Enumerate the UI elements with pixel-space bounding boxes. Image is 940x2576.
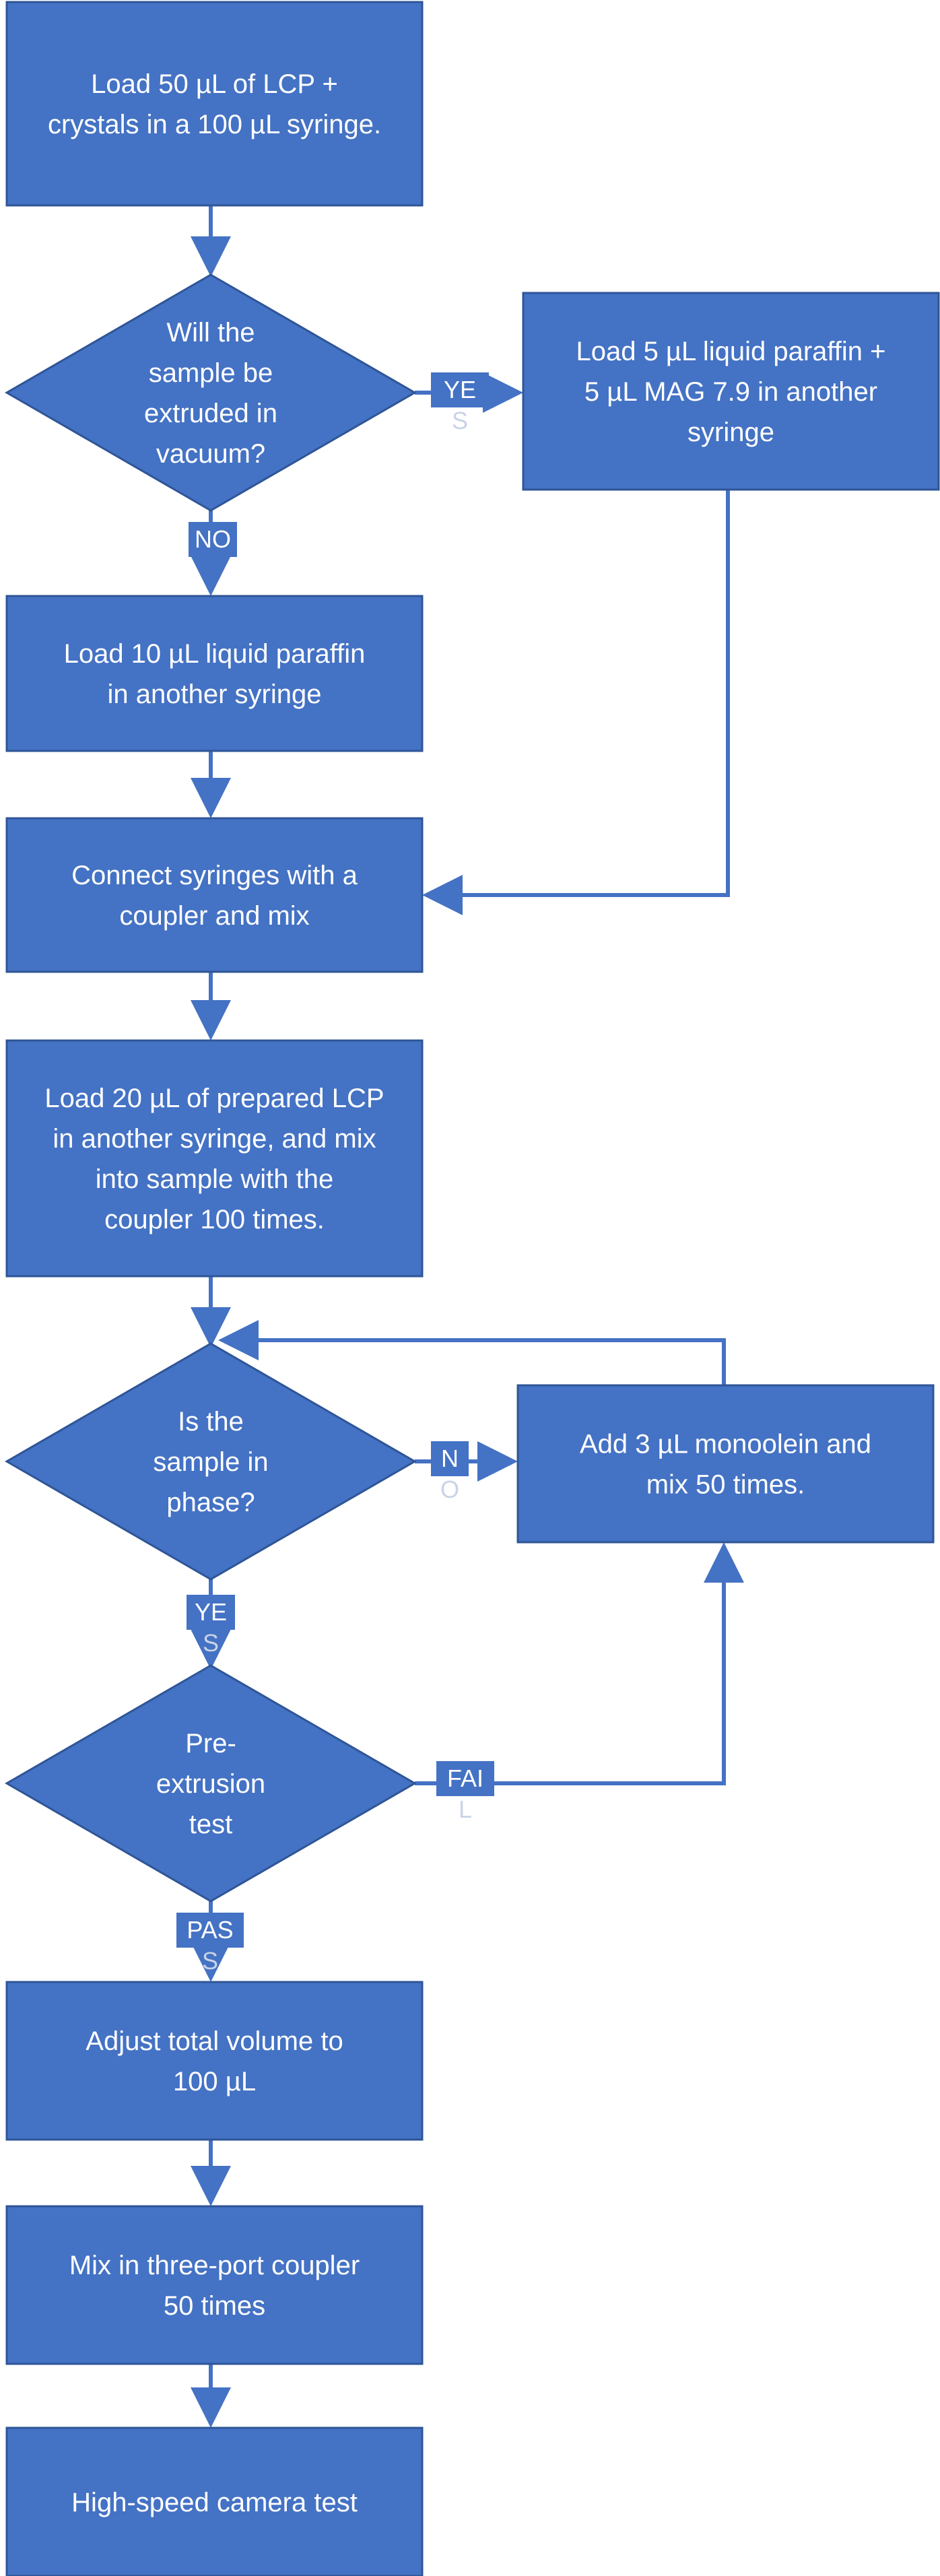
connector-arrow xyxy=(218,1320,726,1385)
step-text-line: coupler 100 times. xyxy=(104,1205,325,1234)
branch-label-text: L xyxy=(459,1795,472,1823)
step-connect-mix xyxy=(5,817,424,973)
connector-arrow xyxy=(415,1542,744,1785)
step-text-line: in another syringe, and mix xyxy=(53,1124,376,1154)
decision-phase-question xyxy=(5,1342,417,1581)
step-text-line: sample be xyxy=(149,358,273,388)
branch-label-yes-1 xyxy=(431,372,489,407)
branch-label-text: YE xyxy=(195,1598,227,1626)
step-text-line: vacuum? xyxy=(156,439,265,469)
step-text-line: Load 10 µL liquid paraffin xyxy=(64,639,366,669)
step-text-line: Is the xyxy=(178,1407,244,1436)
step-three-port xyxy=(5,2205,424,2365)
branch-labels: YE S NO NO YE S FAI L PAS S xyxy=(176,372,494,1975)
branch-label-fail xyxy=(436,1761,494,1796)
branch-label-text: S xyxy=(203,1629,219,1657)
branch-label-text: S xyxy=(202,1947,218,1975)
step-text-line: Load 50 µL of LCP + xyxy=(91,69,338,99)
step-text-line: crystals in a 100 µL syringe. xyxy=(48,110,381,139)
branch-label-pass xyxy=(176,1913,244,1948)
branch-label-text: PAS xyxy=(187,1916,233,1944)
branch-label-text: YE xyxy=(444,376,476,403)
branch-label-yes-2 xyxy=(187,1595,235,1630)
step-text-line: 50 times xyxy=(164,2291,265,2321)
step-text-line: extrusion xyxy=(156,1769,265,1799)
step-text-line: 100 µL xyxy=(173,2067,256,2096)
step-text-line: Adjust total volume to xyxy=(86,2026,343,2056)
step-text-line: into sample with the xyxy=(96,1164,334,1194)
branch-label-text: O xyxy=(440,1476,459,1503)
step-add-monoolein xyxy=(516,1384,935,1544)
step-text-line: Mix in three-port coupler xyxy=(69,2251,360,2280)
step-text-line: syringe xyxy=(687,418,774,447)
step-text-line: in another syringe xyxy=(108,680,322,709)
step-camera-test xyxy=(5,2426,424,2576)
step-text-line: Connect syringes with a xyxy=(71,861,358,890)
step-text-line: Add 3 µL monoolein and xyxy=(580,1430,871,1459)
branch-label-text: N xyxy=(441,1445,459,1472)
step-load-paraffin-mag xyxy=(522,292,940,491)
step-load-prepared xyxy=(5,1039,424,1278)
step-adjust-volume xyxy=(5,1981,424,2141)
step-text-line: coupler and mix xyxy=(119,901,309,931)
step-text-line: extruded in xyxy=(144,399,277,428)
step-text-line: Load 5 µL liquid paraffin + xyxy=(576,337,885,366)
step-text-line: sample in xyxy=(153,1447,268,1477)
step-text-line: phase? xyxy=(166,1488,255,1517)
branch-label-no-2 xyxy=(431,1441,469,1476)
step-load-lcp xyxy=(5,1,424,207)
step-text-line: Pre- xyxy=(185,1729,236,1758)
step-text-line: Will the xyxy=(166,318,255,348)
decision-vacuum-question xyxy=(5,273,417,512)
branch-label-text: FAI xyxy=(447,1764,483,1792)
nodes: Load 50 µL of LCP + crystals in a 100 µL … xyxy=(5,1,940,2576)
step-text-line: test xyxy=(189,1810,232,1839)
step-text-line: Load 20 µL of prepared LCP xyxy=(44,1084,384,1113)
branch-label-text: S xyxy=(452,407,468,434)
decision-pre-extrusion xyxy=(5,1664,417,1903)
step-load-paraffin xyxy=(5,595,424,752)
step-text-line: mix 50 times. xyxy=(646,1470,805,1500)
connector-arrow xyxy=(422,490,730,915)
step-text-line: 5 µL MAG 7.9 in another xyxy=(584,377,877,407)
branch-label-text: NO xyxy=(195,525,231,553)
step-text-line: High-speed camera test xyxy=(71,2488,358,2517)
branch-label-no-1 xyxy=(189,522,237,557)
